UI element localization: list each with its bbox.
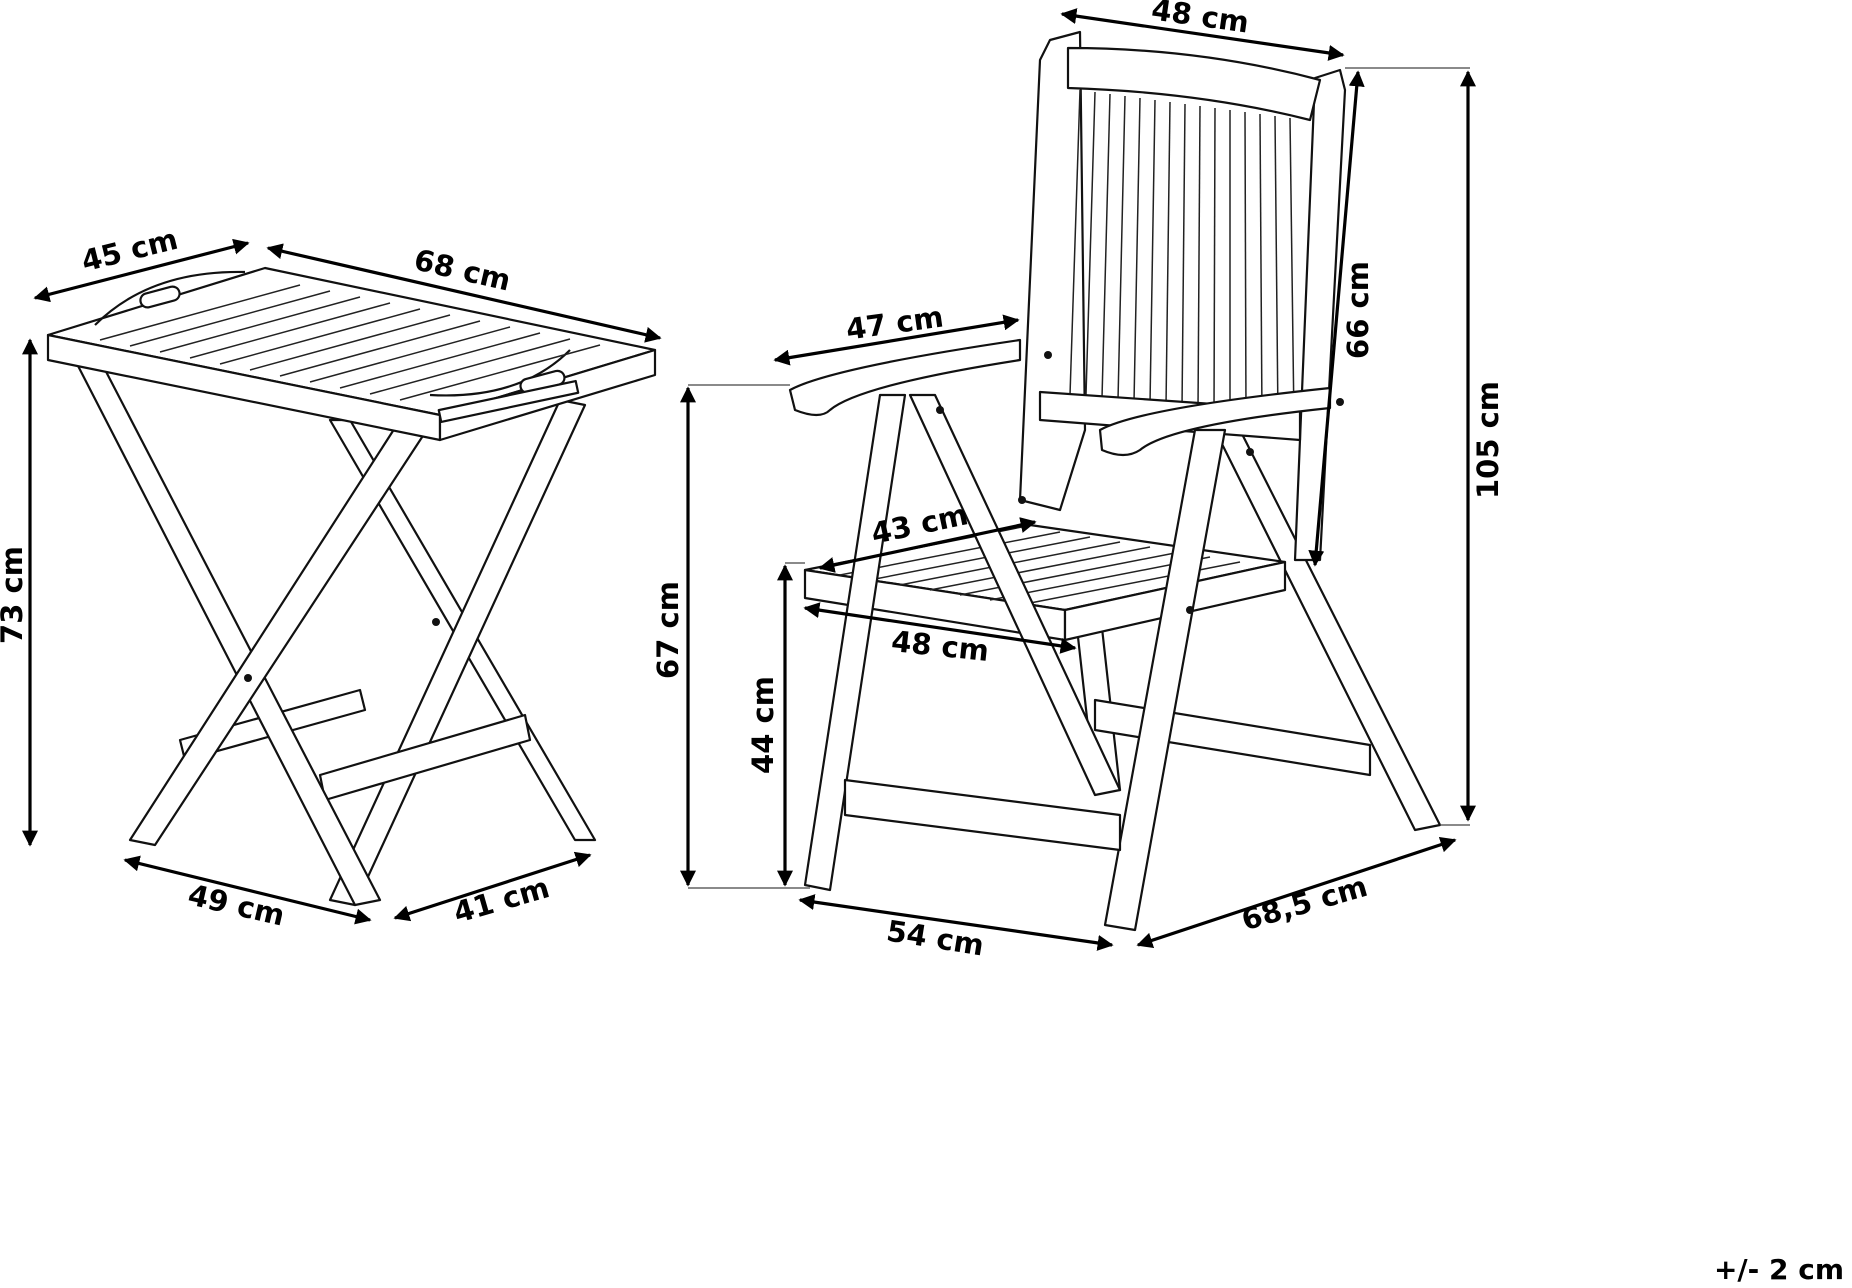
extension-lines: [688, 67, 1470, 889]
table-height-label: 73 cm: [0, 546, 29, 644]
chair-total-height-label: 105 cm: [1471, 381, 1505, 499]
table-top-depth-label: 45 cm: [78, 222, 181, 279]
chair-armrest-height-label: 67 cm: [651, 581, 685, 679]
reclining-chair-drawing: [788, 30, 1442, 932]
table-top-width-label: 68 cm: [411, 242, 514, 297]
table-base-width-label: 41 cm: [450, 870, 553, 930]
chair-seat-width-label: 48 cm: [890, 624, 991, 668]
chair-back-height-label: 66 cm: [1341, 261, 1375, 359]
tolerance-note: +/- 2 cm: [1713, 1253, 1844, 1286]
chair-base-depth-label: 68,5 cm: [1238, 869, 1371, 937]
tray-table-drawing: [46, 266, 657, 907]
dimension-arrows: [22, 8, 1476, 951]
chair-base-width-label: 54 cm: [884, 914, 986, 963]
chair-armrest-length-label: 47 cm: [844, 299, 946, 346]
chair-seat-height-label: 44 cm: [746, 676, 780, 774]
